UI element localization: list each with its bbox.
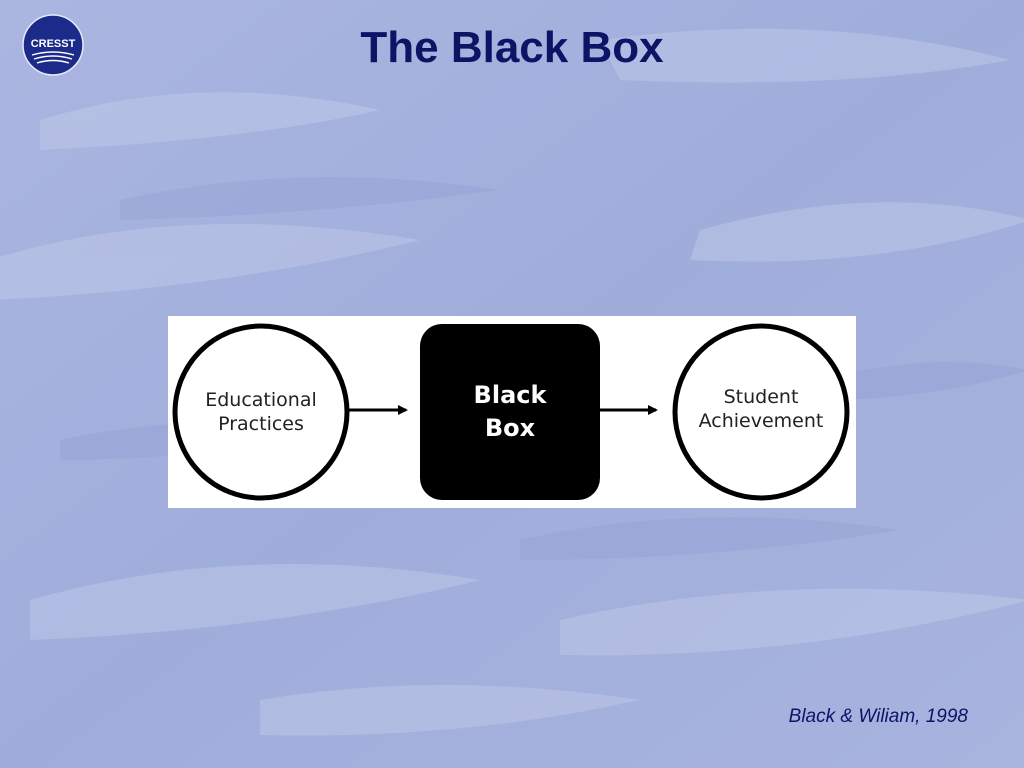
node-label-line: Practices bbox=[218, 413, 304, 435]
node-label-line: Student bbox=[724, 386, 799, 408]
node-label-line: Black bbox=[474, 381, 548, 409]
node-educational-practices: Educational Practices bbox=[172, 323, 350, 501]
citation: Black & Wiliam, 1998 bbox=[788, 706, 968, 727]
node-label-line: Box bbox=[485, 414, 536, 442]
cresst-logo-icon: CRESST bbox=[22, 14, 84, 76]
logo-text: CRESST bbox=[31, 38, 76, 50]
node-label-line: Educational bbox=[205, 389, 317, 411]
page-title: The Black Box bbox=[360, 23, 664, 72]
black-box-diagram: Educational Practices Black Box Student … bbox=[168, 316, 856, 508]
node-black-box: Black Box bbox=[420, 324, 600, 500]
node-student-achievement: Student Achievement bbox=[672, 323, 850, 501]
node-label-line: Achievement bbox=[699, 410, 824, 432]
